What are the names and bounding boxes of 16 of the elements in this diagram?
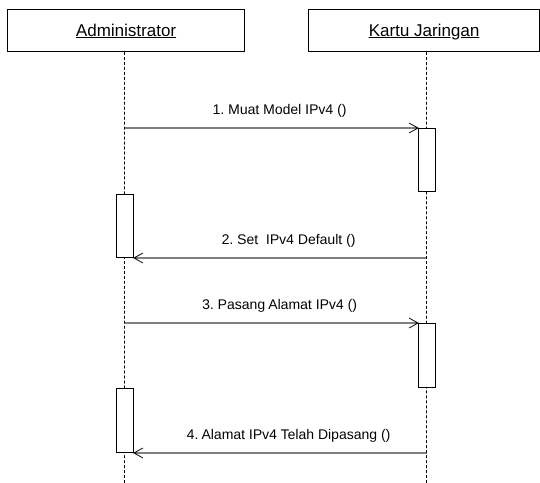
participant-name: Kartu Jaringan <box>368 20 480 40</box>
activation-bar <box>418 128 436 192</box>
message-arrow <box>134 252 428 264</box>
participant-box <box>7 9 245 52</box>
message-label: 4. Alamat IPv4 Telah Dipasang () <box>186 426 390 442</box>
message-arrow <box>124 122 418 134</box>
message-label: 1. Muat Model IPv4 () <box>212 101 346 117</box>
activation-bar <box>116 194 134 258</box>
message-label: 3. Pasang Alamat IPv4 () <box>202 296 357 312</box>
participant-name: Administrator <box>76 20 176 40</box>
message-arrow <box>124 318 418 328</box>
participant-box <box>308 9 540 52</box>
activation-bar <box>418 323 436 388</box>
activation-bar <box>116 388 134 453</box>
message-label: 2. Set IPv4 Default () <box>222 231 356 247</box>
message-arrow <box>134 448 428 458</box>
